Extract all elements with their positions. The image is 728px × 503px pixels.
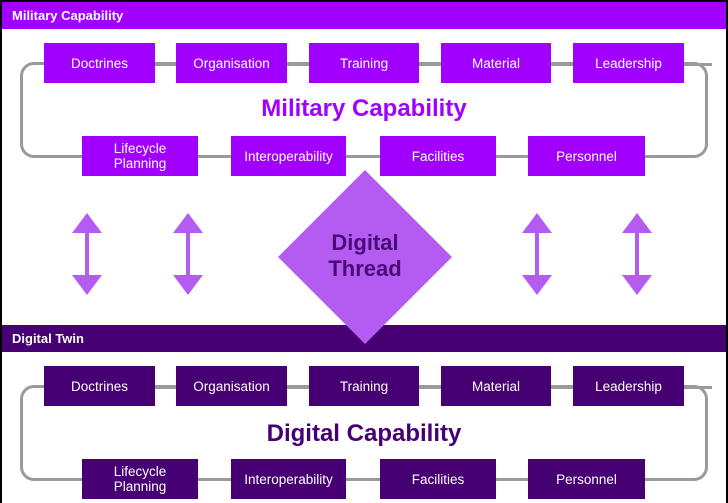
box-organisation: Organisation <box>176 43 287 83</box>
box-material: Material <box>441 43 551 83</box>
connector-line <box>152 386 712 389</box>
box-doctrines: Doctrines <box>44 43 155 83</box>
box-facilities: Facilities <box>380 459 496 499</box>
box-label: Lifecycle Planning <box>113 141 167 171</box>
box-doctrines: Doctrines <box>44 366 155 406</box>
box-training: Training <box>309 43 419 83</box>
digital-thread-line2: Thread <box>328 256 402 281</box>
box-organisation: Organisation <box>176 366 287 406</box>
box-facilities: Facilities <box>380 136 496 176</box>
connector-line <box>152 63 712 66</box>
double-arrow-icon <box>173 213 203 295</box>
digital-thread-line1: Digital <box>331 230 399 255</box>
box-interoperability: Interoperability <box>231 136 346 176</box>
military-capability-title: Military Capability <box>261 95 467 122</box>
box-lifecycle-planning: Lifecycle Planning <box>82 136 198 176</box>
military-capability-header: Military Capability <box>2 2 726 29</box>
box-leadership: Leadership <box>573 43 684 83</box>
box-personnel: Personnel <box>528 136 645 176</box>
box-lifecycle-planning: Lifecycle Planning <box>82 459 198 499</box>
box-label: Lifecycle Planning <box>113 464 167 494</box>
digital-thread-diamond <box>278 170 452 344</box>
box-training: Training <box>309 366 419 406</box>
digital-thread-label: Digital Thread <box>278 230 452 282</box>
box-leadership: Leadership <box>573 366 684 406</box>
box-personnel: Personnel <box>528 459 645 499</box>
box-material: Material <box>441 366 551 406</box>
double-arrow-icon <box>622 213 652 295</box>
double-arrow-icon <box>72 213 102 295</box>
box-interoperability: Interoperability <box>231 459 346 499</box>
digital-capability-title: Digital Capability <box>266 420 462 447</box>
double-arrow-icon <box>522 213 552 295</box>
